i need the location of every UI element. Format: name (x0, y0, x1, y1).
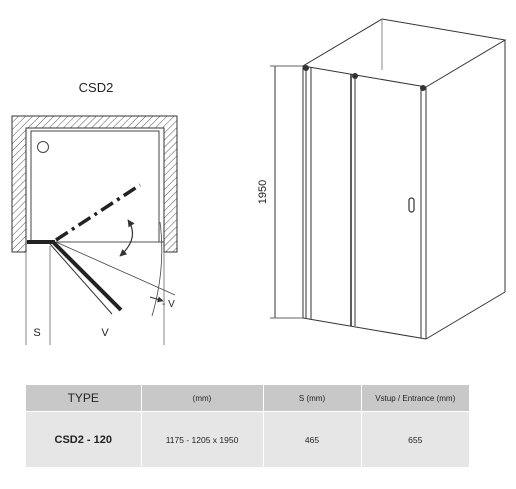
door-handle-icon (408, 197, 415, 213)
top-hinge-middle (352, 73, 358, 79)
minus-v-arrow (149, 296, 164, 303)
header-s: S (mm) (262, 385, 361, 412)
swing-arc (151, 221, 163, 317)
header-entrance: Vstup / Entrance (mm) (360, 385, 469, 412)
enclosure-bottom-right (425, 291, 506, 340)
drain-icon (37, 141, 49, 153)
spec-table: TYPE (mm) S (mm) Vstup / Entrance (mm) C… (26, 385, 469, 467)
minus-v-label: - V (162, 299, 175, 310)
door-outward-edge (49, 243, 113, 315)
spec-table-header-row: TYPE (mm) S (mm) Vstup / Entrance (mm) (26, 385, 469, 412)
top-hinge-left (303, 65, 309, 71)
header-dimensions: (mm) (140, 385, 263, 412)
cell-entrance: 655 (360, 411, 469, 467)
dimension-s-label: S (33, 327, 40, 339)
plan-view: CSD2 - V S V (11, 80, 178, 345)
door-outward-position (52, 241, 123, 312)
header-type: TYPE (26, 385, 141, 412)
shower-tray (30, 130, 160, 243)
cell-dimensions: 1175 - 1205 x 1950 (140, 411, 263, 467)
enclosure-top (301, 18, 507, 88)
top-hinge-right (420, 85, 426, 91)
plan-title: CSD2 (79, 80, 114, 95)
table-row: CSD2 - 120 1175 - 1205 x 1950 465 655 (26, 411, 469, 467)
enclosure-bottom-front (302, 317, 427, 340)
elevation-view (270, 18, 507, 340)
rotation-arrow (119, 219, 135, 257)
cell-type: CSD2 - 120 (26, 411, 141, 467)
swing-reference-line (55, 241, 176, 296)
wall-hatching (11, 115, 178, 253)
cell-s: 465 (262, 411, 361, 467)
dimension-v-label: V (101, 327, 109, 339)
door-inward-position (55, 183, 141, 242)
height-dimension-label: 1950 (257, 180, 269, 204)
